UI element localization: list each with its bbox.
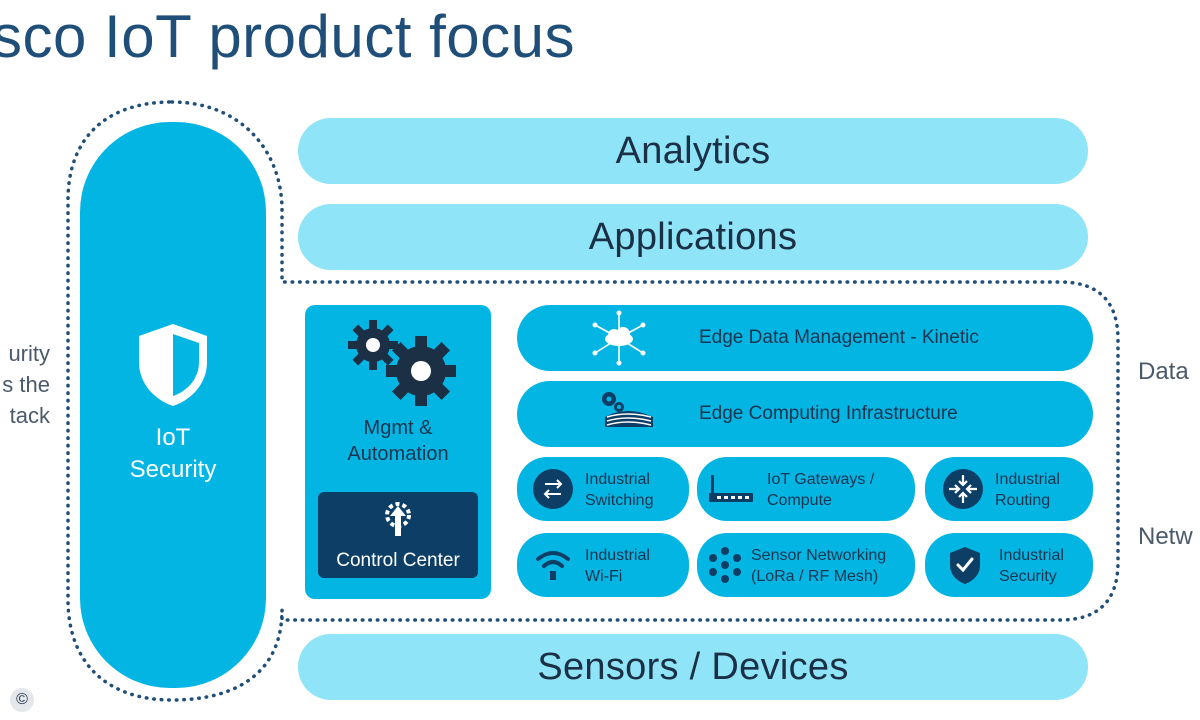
copyright-badge: © — [10, 688, 34, 712]
routing-icon — [943, 469, 983, 509]
mgmt-line-2: Automation — [347, 443, 449, 465]
switching-label: Industrial Switching — [585, 469, 653, 511]
network-label: Netw — [1138, 523, 1193, 550]
routing-line-1: Industrial — [995, 471, 1060, 488]
switching-line-2: Switching — [585, 492, 654, 509]
switching-line-1: Industrial — [585, 471, 650, 488]
wifi-line-2: Wi-Fi — [585, 568, 623, 585]
wifi-line-1: Industrial — [585, 547, 650, 564]
gateways-line-1: IoT Gateways / — [767, 471, 875, 488]
control-center-label: Control Center — [336, 550, 460, 571]
mgmt-line-1: Mgmt & — [363, 417, 433, 439]
control-center-box: Control Center — [318, 492, 478, 578]
wifi-icon — [536, 551, 570, 580]
edge-data-management-bar: Edge Data Management - Kinetic — [517, 305, 1093, 371]
sensor-networking-line-2: (LoRa / RF Mesh) — [751, 568, 879, 585]
industrial-wifi-item: Industrial Wi-Fi — [517, 533, 689, 597]
control-center-icon — [385, 502, 411, 536]
sensor-networking-line-1: Sensor Networking — [751, 547, 887, 564]
mesh-network-icon — [709, 547, 741, 583]
sensor-networking-label: Sensor Networking (LoRa / RF Mesh) — [751, 545, 886, 587]
gateways-line-2: Compute — [767, 492, 832, 509]
page-title: sco IoT product focus — [0, 3, 576, 70]
side-description: urity s the tack — [0, 338, 50, 431]
edge-computing-bar: Edge Computing Infrastructure — [517, 381, 1093, 447]
industrial-security-line-2: Security — [999, 568, 1057, 585]
mgmt-automation-box: Mgmt & Automation Control Center — [305, 305, 491, 599]
iot-security-label: IoT Security — [80, 422, 266, 486]
shield-check-icon — [950, 547, 980, 584]
security-line-1: IoT — [155, 424, 191, 451]
gateways-label: IoT Gateways / Compute — [767, 469, 874, 511]
iot-gateways-item: IoT Gateways / Compute — [697, 457, 915, 521]
sensor-networking-item: Sensor Networking (LoRa / RF Mesh) — [697, 533, 915, 597]
side-line-3: tack — [9, 403, 50, 428]
applications-layer: Applications — [298, 204, 1088, 270]
security-line-2: Security — [129, 456, 217, 483]
sensors-devices-layer: Sensors / Devices — [298, 634, 1088, 700]
gateway-router-icon — [709, 475, 753, 502]
industrial-routing-item: Industrial Routing — [925, 457, 1093, 521]
routing-label: Industrial Routing — [995, 469, 1060, 511]
side-line-1: urity — [8, 341, 50, 366]
computing-cloud-icon — [602, 392, 653, 427]
edge-computing-label: Edge Computing Infrastructure — [699, 403, 958, 424]
analytics-layer: Analytics — [298, 118, 1088, 184]
industrial-security-label: Industrial Security — [999, 545, 1064, 587]
switching-icon — [533, 469, 573, 509]
wifi-label: Industrial Wi-Fi — [585, 545, 650, 587]
iot-security-pillar: IoT Security — [80, 122, 266, 688]
data-label: Data — [1138, 358, 1189, 385]
industrial-switching-item: Industrial Switching — [517, 457, 689, 521]
industrial-security-item: Industrial Security — [925, 533, 1093, 597]
industrial-security-line-1: Industrial — [999, 547, 1064, 564]
side-line-2: s the — [2, 372, 50, 397]
routing-line-2: Routing — [995, 492, 1051, 509]
gears-icon — [348, 320, 456, 406]
shield-icon — [139, 324, 207, 406]
edge-data-management-label: Edge Data Management - Kinetic — [699, 327, 979, 348]
mgmt-label: Mgmt & Automation — [305, 415, 491, 467]
cloud-network-icon — [592, 310, 646, 366]
